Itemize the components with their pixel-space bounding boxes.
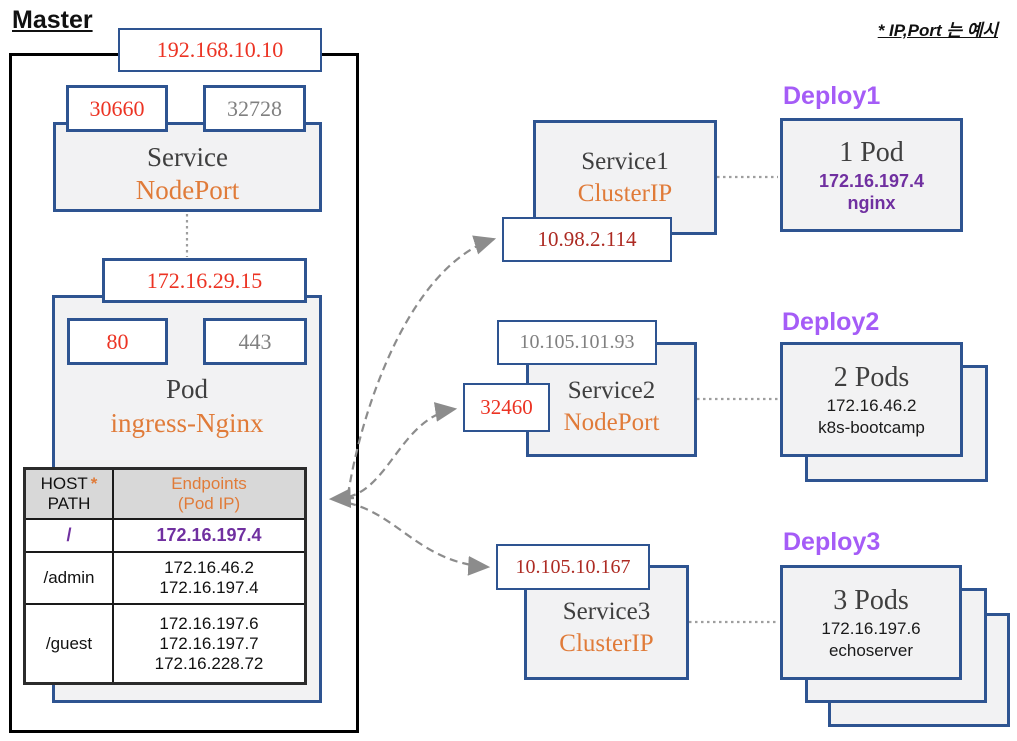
nodeport-port-32728-badge: 32728 <box>203 85 306 132</box>
deploy2-pod-box: 2 Pods 172.16.46.2 k8s-bootcamp <box>780 342 963 457</box>
arrow-ingress-to-service2 <box>347 402 458 499</box>
endpoint-ip: 172.16.197.6 <box>159 613 259 633</box>
endpoints-header-title: Endpoints <box>171 474 247 493</box>
deploy2-pod-count: 2 Pods <box>833 361 910 393</box>
endpoints-cell: 172.16.197.4 <box>114 520 304 551</box>
service2-title: Service2 <box>567 376 656 404</box>
deploy1-pod-ip: 172.16.197.4 <box>818 171 925 191</box>
nodeport-port-30660-badge: 30660 <box>66 85 168 132</box>
deploy1-image: nginx <box>847 193 896 213</box>
service1-box: Service1 ClusterIP <box>533 120 717 235</box>
endpoint-ip: 172.16.46.2 <box>164 558 254 577</box>
endpoint-ip: 172.16.197.7 <box>159 633 259 653</box>
deploy3-pod-box: 3 Pods 172.16.197.6 echoserver <box>780 565 962 680</box>
service-type: NodePort <box>135 175 240 205</box>
arrow-ingress-to-service3 <box>347 501 491 576</box>
service3-type: ClusterIP <box>559 629 654 657</box>
path-cell: /admin <box>26 553 114 603</box>
endpoint-ip: 172.16.228.72 <box>154 653 264 673</box>
ingress-pod-title: Pod ingress-Nginx <box>52 372 322 440</box>
pod-port-80-badge: 80 <box>67 318 168 365</box>
pod-name-text: ingress-Nginx <box>110 408 264 438</box>
service2-clusterip-badge: 10.105.101.93 <box>497 320 657 365</box>
deploy3-image: echoserver <box>828 640 914 660</box>
deploy1-pod-count: 1 Pod <box>839 137 904 168</box>
table-row-root: / 172.16.197.4 <box>26 518 304 551</box>
deploy3-label: Deploy3 <box>783 528 881 556</box>
host-star: * <box>90 474 98 493</box>
deploy1-pod-box: 1 Pod 172.16.197.4 nginx <box>780 118 963 232</box>
deploy1-label: Deploy1 <box>783 82 881 110</box>
endpoints-header-subtitle: (Pod IP) <box>177 494 241 513</box>
pod-port-443-badge: 443 <box>203 318 307 365</box>
service1-type: ClusterIP <box>577 179 673 207</box>
service1-clusterip-badge: 10.98.2.114 <box>502 217 672 262</box>
endpoint-ip: 172.16.197.4 <box>156 525 262 545</box>
master-node-label: Master <box>12 6 93 34</box>
service-title: Service <box>147 142 228 172</box>
arrow-ingress-to-service1 <box>346 235 497 496</box>
path-header-label: PATH <box>47 494 91 513</box>
path-cell: /guest <box>26 605 114 682</box>
service3-title: Service3 <box>562 597 651 625</box>
endpoint-ip: 172.16.197.4 <box>159 578 259 597</box>
ingress-pod-ip-badge: 172.16.29.15 <box>102 258 307 303</box>
deploy3-pod-count: 3 Pods <box>833 584 909 616</box>
routing-table-header: HOST* PATH Endpoints (Pod IP) <box>26 470 304 518</box>
table-row-admin: /admin 172.16.46.2 172.16.197.4 <box>26 551 304 603</box>
service2-type: NodePort <box>563 408 660 436</box>
endpoints-cell: 172.16.197.6 172.16.197.7 172.16.228.72 <box>114 605 304 682</box>
service3-clusterip-badge: 10.105.10.167 <box>496 544 650 590</box>
deploy2-label: Deploy2 <box>782 308 880 336</box>
host-header-label: HOST <box>40 474 88 493</box>
master-node-ip-badge: 192.168.10.10 <box>118 28 322 72</box>
service2-nodeport-badge: 32460 <box>463 383 550 432</box>
ip-port-example-note: * IP,Port 는 예시 <box>877 21 998 40</box>
deploy2-image: k8s-bootcamp <box>818 417 925 437</box>
path-cell: / <box>26 520 114 551</box>
endpoints-cell: 172.16.46.2 172.16.197.4 <box>114 553 304 603</box>
table-row-guest: /guest 172.16.197.6 172.16.197.7 172.16.… <box>26 603 304 682</box>
deploy2-pod-ip: 172.16.46.2 <box>826 395 917 415</box>
host-path-header-cell: HOST* PATH <box>26 470 114 518</box>
pod-title-text: Pod <box>165 374 209 404</box>
ingress-routing-table: HOST* PATH Endpoints (Pod IP) / 172.16.1… <box>23 467 307 685</box>
service-nodeport-box: Service NodePort <box>53 122 322 212</box>
deploy3-pod-ip: 172.16.197.6 <box>821 618 921 638</box>
service1-title: Service1 <box>581 147 669 175</box>
endpoints-header-cell: Endpoints (Pod IP) <box>114 470 304 518</box>
